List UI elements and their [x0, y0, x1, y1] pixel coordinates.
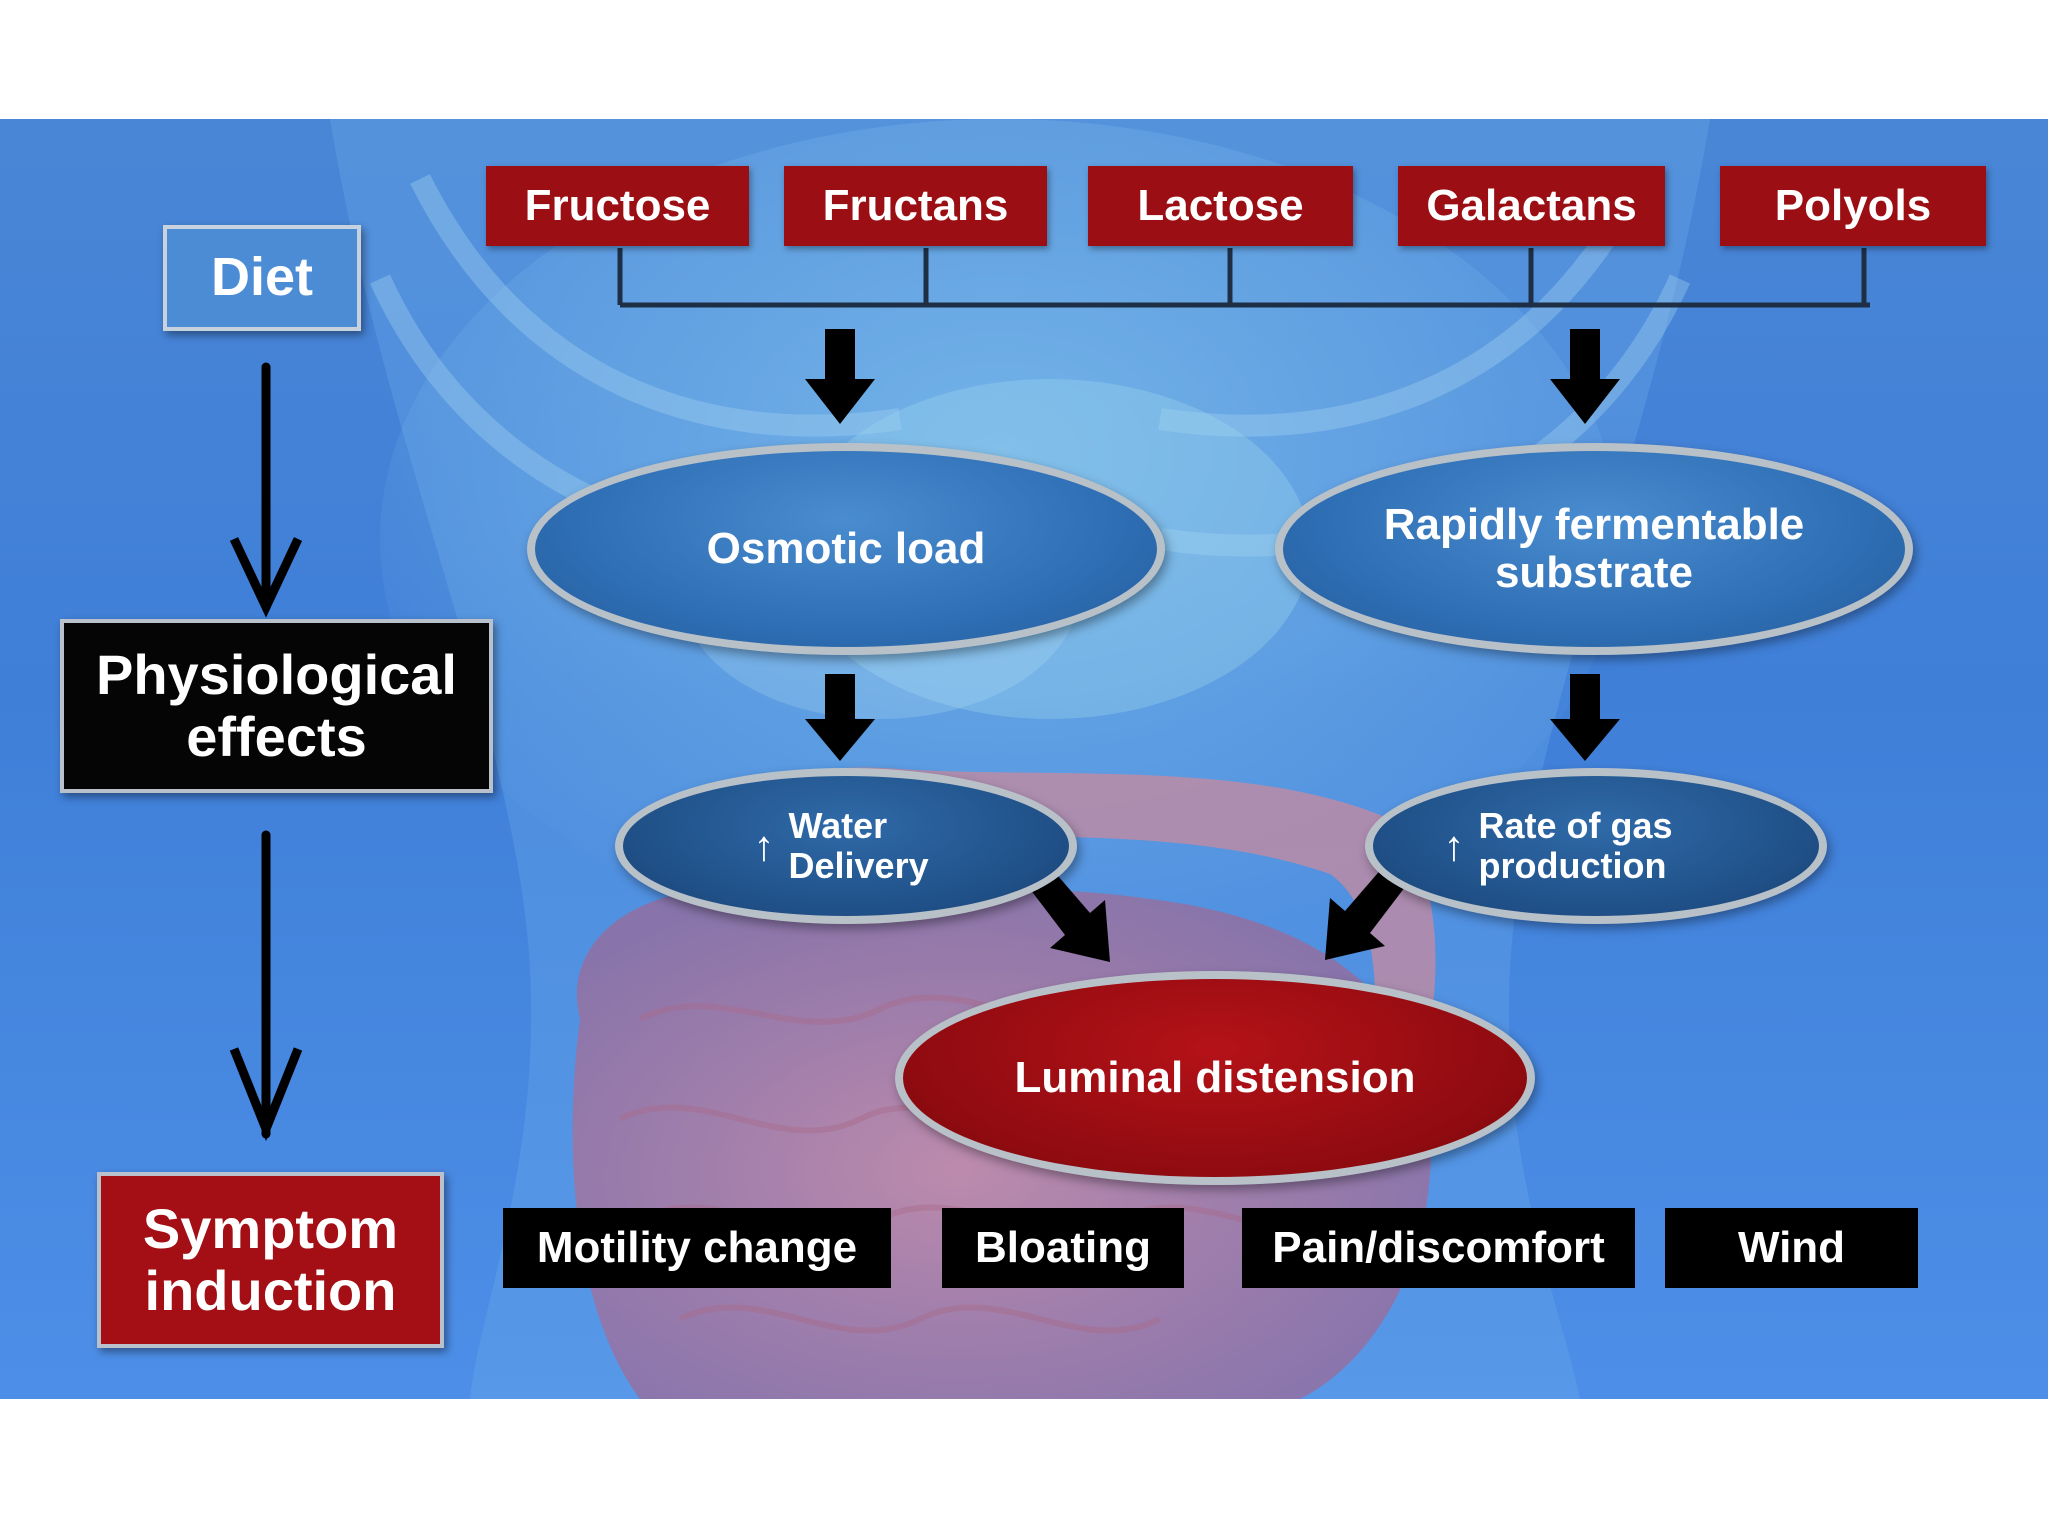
symptom-bloating: Bloating	[942, 1208, 1184, 1288]
symptom-motility-change: Motility change	[503, 1208, 891, 1288]
fermentable-substrate-oval: Rapidly fermentable substrate	[1275, 443, 1913, 655]
sugar-polyols: Polyols	[1720, 166, 1986, 246]
sugar-lactose: Lactose	[1088, 166, 1353, 246]
stage-symptom-box: Symptom induction	[97, 1172, 444, 1348]
luminal-distension-oval: Luminal distension	[895, 971, 1535, 1185]
increase-arrow-icon: ↑	[753, 822, 775, 869]
symptom-wind: Wind	[1665, 1208, 1918, 1288]
sugar-galactans: Galactans	[1398, 166, 1665, 246]
water-delivery-label: Water Delivery	[788, 805, 929, 886]
osmotic-load-oval: Osmotic load	[527, 443, 1165, 655]
increase-arrow-icon: ↑	[1443, 822, 1465, 869]
diagram-canvas: Fructose Fructans Lactose Galactans Poly…	[0, 119, 2048, 1399]
gas-production-oval: ↑ Rate of gas production	[1365, 768, 1827, 924]
symptom-pain-discomfort: Pain/discomfort	[1242, 1208, 1635, 1288]
stage-physiological-box: Physiological effects	[60, 619, 493, 793]
gas-production-label: Rate of gas production	[1478, 805, 1673, 886]
water-delivery-oval: ↑ Water Delivery	[615, 768, 1077, 924]
sugar-fructans: Fructans	[784, 166, 1047, 246]
stage-diet-box: Diet	[163, 225, 361, 331]
sugar-fructose: Fructose	[486, 166, 749, 246]
